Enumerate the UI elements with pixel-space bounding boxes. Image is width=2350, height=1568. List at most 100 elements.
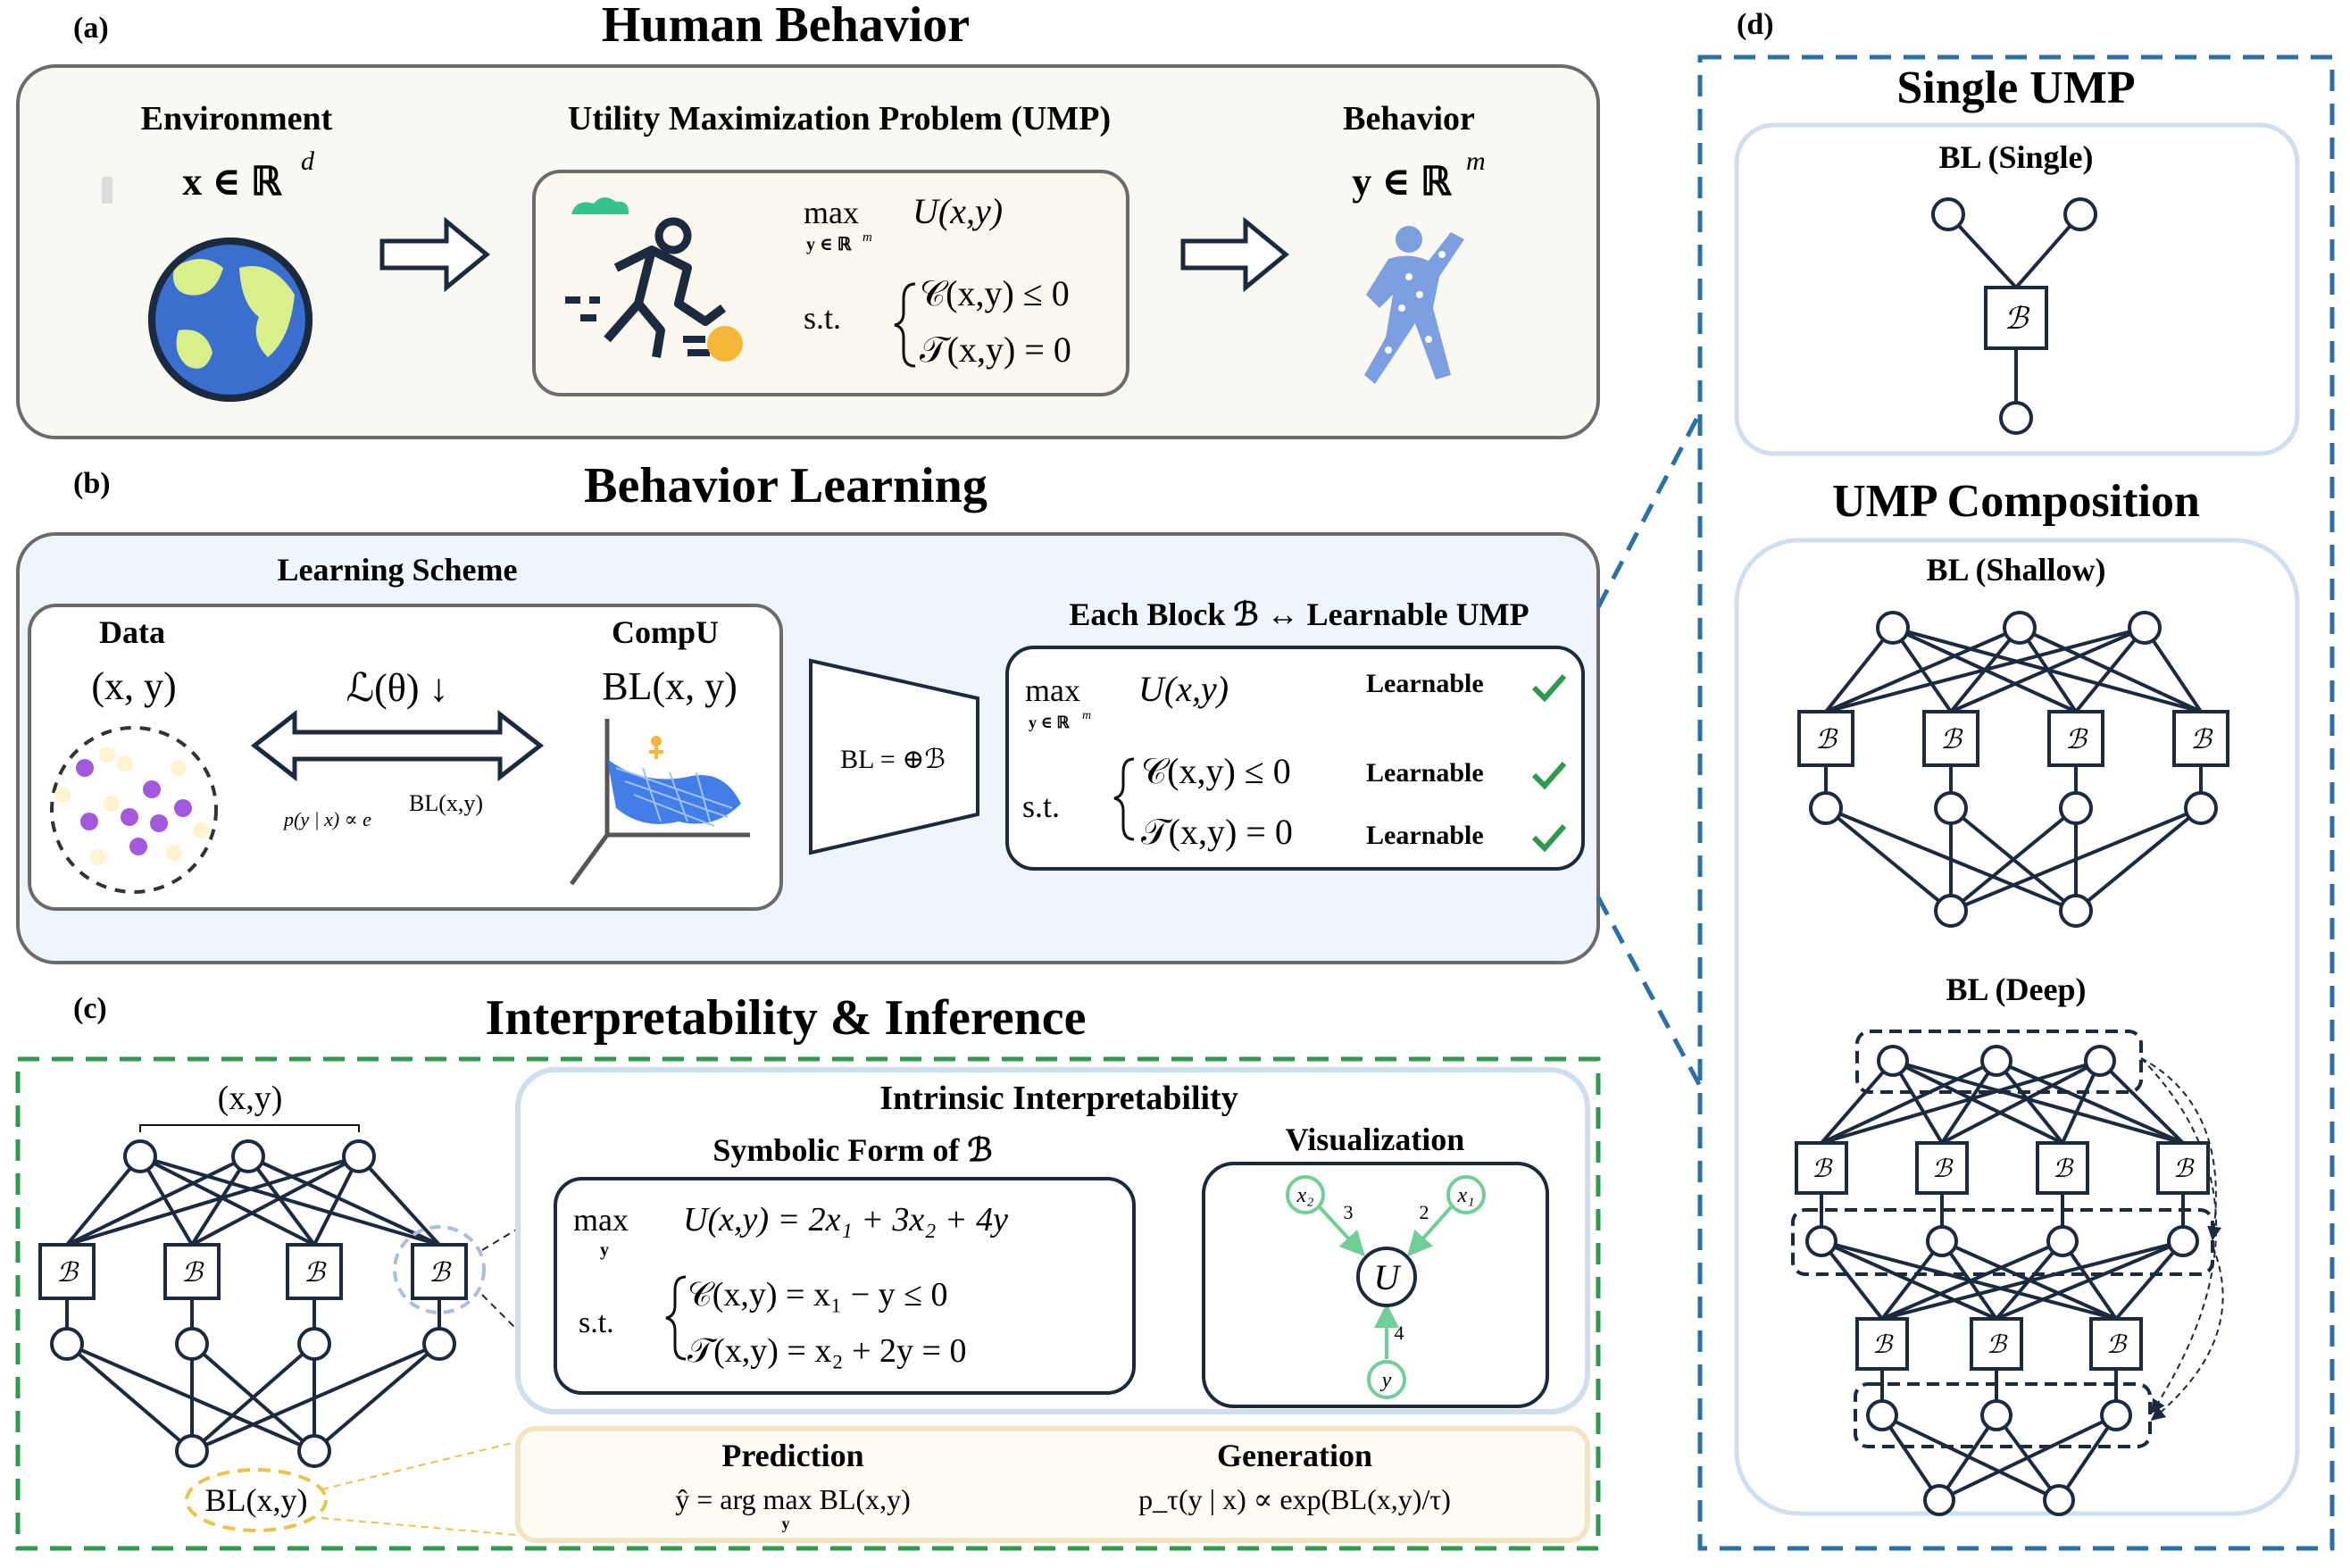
edge — [1820, 1059, 1895, 1145]
node — [2043, 1484, 2075, 1516]
edge — [1881, 1239, 2184, 1321]
panel-d-tag: (d) — [1737, 8, 1774, 41]
prediction-sub: y — [782, 1514, 790, 1532]
node — [1876, 611, 1910, 645]
bl-highlight — [185, 1468, 328, 1532]
panel-b-tag: (b) — [73, 467, 111, 500]
check-icon — [1531, 762, 1567, 790]
viz-weight: 4 — [1395, 1322, 1404, 1344]
generation-title: Generation — [1217, 1438, 1372, 1473]
block — [1984, 286, 2048, 350]
node — [422, 1327, 456, 1361]
node — [1931, 197, 1965, 231]
edge — [1821, 1239, 1997, 1321]
loss-label: ℒ(θ) ↓ — [346, 666, 448, 710]
block-symbol: ℬ — [2053, 1155, 2074, 1183]
node — [2059, 791, 2093, 825]
ump-max-sub-exp: m — [862, 230, 872, 245]
panel-d: (d) Single UMP BL (Single) ℬ UMP Composi… — [1697, 8, 2335, 1551]
edge — [138, 1155, 194, 1247]
block-objective: U(x,y) — [1138, 669, 1229, 709]
edge — [66, 1155, 360, 1247]
network-single: ℬ — [1931, 197, 2097, 435]
panel-c-title: Interpretability & Inference — [486, 990, 1087, 1046]
likelihood: p(y | x) ∝ e — [282, 808, 371, 830]
block — [411, 1243, 468, 1300]
node — [175, 1434, 209, 1468]
edge — [1938, 1414, 2117, 1502]
block-symbol: ℬ — [181, 1258, 204, 1288]
block-symbol: ℬ — [1987, 1331, 2008, 1359]
ump-objective: U(x,y) — [912, 191, 1003, 231]
data-math: (x, y) — [91, 664, 176, 708]
block — [2089, 1317, 2143, 1371]
edge — [2114, 1239, 2185, 1321]
zoom-lines — [321, 1439, 528, 1537]
block — [38, 1243, 96, 1300]
block-c1: 𝒞(x,y) ≤ 0 — [1141, 751, 1291, 791]
block — [2172, 710, 2229, 767]
brace — [1113, 757, 1135, 841]
edge — [1881, 1414, 2060, 1502]
sym-c1: 𝒞(x,y) = x₁ − y ≤ 0 — [688, 1276, 947, 1314]
viz-node-x1 — [1446, 1175, 1486, 1214]
connector-dashed — [1596, 896, 1704, 1089]
viz-node-u — [1356, 1247, 1417, 1307]
block-max: max — [1025, 672, 1080, 708]
arrow-right-icon — [1180, 216, 1289, 293]
edge — [1824, 626, 1895, 713]
node — [1923, 1484, 1955, 1516]
node — [175, 1327, 209, 1361]
viz-weight: 3 — [1344, 1201, 1354, 1223]
sym-max: max — [573, 1202, 629, 1238]
panel-a-title: Human Behavior — [602, 0, 970, 53]
edge — [1880, 1239, 1944, 1321]
connector-dashed — [1596, 409, 1704, 609]
bl-sum: BL = ⊕ℬ — [840, 745, 946, 774]
node — [1999, 401, 2033, 435]
ump-st: s.t. — [804, 300, 841, 336]
block-title: Each Block ℬ ↔ Learnable UMP — [1069, 596, 1529, 632]
node — [2046, 1225, 2079, 1257]
node — [1980, 1399, 2012, 1431]
edge — [139, 1155, 315, 1247]
node — [1805, 1225, 1838, 1257]
edge — [1949, 806, 2078, 913]
edge — [357, 1155, 441, 1247]
panel-b: (b) Behavior Learning Learning Scheme Da… — [16, 458, 1600, 964]
check-icon — [1531, 674, 1567, 703]
node — [2128, 611, 2162, 645]
top-bracket — [139, 1124, 360, 1132]
composition-title: UMP Composition — [1832, 476, 2200, 527]
node — [123, 1139, 157, 1173]
compu-math: BL(x, y) — [602, 664, 738, 708]
node — [50, 1327, 84, 1361]
compu-label: CompU — [612, 614, 719, 650]
node — [1980, 1045, 2012, 1077]
edge — [2074, 626, 2146, 713]
intrinsic-title: Intrinsic Interpretability — [879, 1080, 1238, 1117]
node — [2003, 611, 2037, 645]
group-box — [1855, 1030, 2143, 1094]
single-label: BL (Single) — [1938, 139, 2093, 175]
block-box — [1005, 646, 1585, 871]
edge — [1892, 1059, 2063, 1145]
inference-box — [515, 1426, 1590, 1543]
node — [342, 1139, 376, 1173]
viz-title: Visualization — [1286, 1122, 1465, 1157]
node — [2084, 1045, 2116, 1077]
shallow-label: BL (Shallow) — [1926, 552, 2105, 588]
node — [2063, 197, 2097, 231]
group-box — [1791, 1208, 2214, 1276]
block-max-sub-exp: m — [1082, 709, 1091, 722]
block-symbol: ℬ — [429, 1258, 452, 1288]
edge — [1938, 1414, 1998, 1502]
single-title: Single UMP — [1896, 63, 2135, 113]
block-symbol: ℬ — [2173, 1155, 2195, 1183]
node — [2167, 1225, 2199, 1257]
likelihood-exp: BL(x,y) — [409, 790, 483, 816]
panel-a: (a) Human Behavior Environment x ∈ ℝ d U… — [16, 0, 1600, 439]
viz-node-y — [1367, 1360, 1406, 1399]
